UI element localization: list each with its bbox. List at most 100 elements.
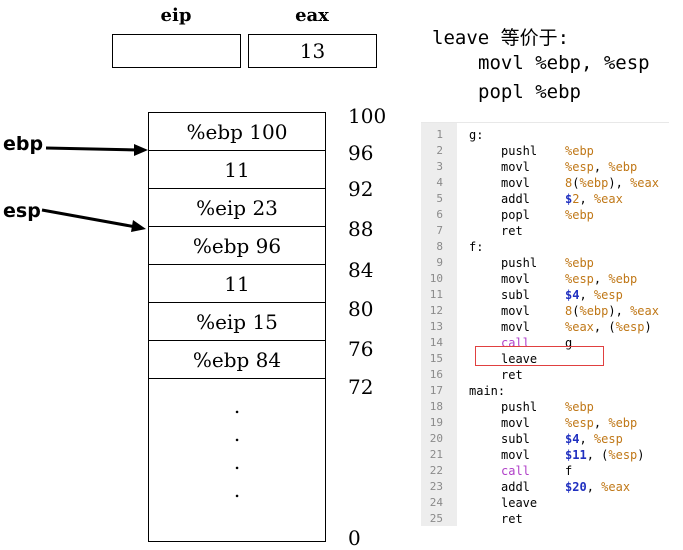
leave-note-title: leave 等价于: <box>432 27 570 49</box>
operand-token: ( <box>572 176 580 190</box>
eip-label: eip <box>160 5 192 26</box>
code-operands: g <box>565 335 572 351</box>
code-instruction: popl <box>501 208 530 222</box>
code-label: f: <box>469 240 484 254</box>
line-number: 12 <box>429 304 443 317</box>
line-number: 1 <box>436 128 443 141</box>
code-label: g: <box>469 128 484 142</box>
esp-arrow <box>41 208 146 232</box>
address-label: 100 <box>348 104 387 128</box>
stack-cell: %ebp 84 <box>148 341 326 379</box>
operand-token: %eax <box>630 304 659 318</box>
code-instruction: movl <box>501 448 530 462</box>
line-number: 10 <box>429 272 443 285</box>
code-instruction: movl <box>501 160 530 174</box>
address-label: 92 <box>348 177 374 201</box>
code-line: 15 leave <box>421 351 669 367</box>
line-number: 7 <box>436 224 443 237</box>
operand-token: %ebp <box>565 256 594 270</box>
code-instruction: pushl <box>501 400 538 414</box>
address-label: 72 <box>348 375 374 399</box>
line-number: 19 <box>429 416 443 429</box>
operand-token: %ebp <box>565 208 594 222</box>
code-line: 25 ret <box>421 511 669 527</box>
address-label: 88 <box>348 217 374 241</box>
line-number: 2 <box>436 144 443 157</box>
esp-pointer-label: esp <box>3 200 41 222</box>
stack-cell: %eip 15 <box>148 303 326 341</box>
line-number: 17 <box>429 384 443 397</box>
code-operands: f <box>565 463 572 479</box>
line-number: 14 <box>429 336 443 349</box>
operand-token: %ebp <box>579 176 609 190</box>
line-number: 20 <box>429 432 443 445</box>
stack-cell: %ebp 100 <box>148 112 326 151</box>
line-number: 3 <box>436 160 443 173</box>
ellipsis-dot: . <box>233 394 241 418</box>
code-line: 6 popl %ebp <box>421 207 669 223</box>
operand-token: %ebp <box>565 400 594 414</box>
operand-token: ), <box>608 304 631 318</box>
code-instruction: ret <box>501 224 523 238</box>
ebp-arrow <box>45 144 148 156</box>
operand-token: %ebp <box>579 304 609 318</box>
code-operands: %esp, %ebp <box>565 159 637 175</box>
line-number: 25 <box>429 512 443 525</box>
line-number: 13 <box>429 320 443 333</box>
code-instruction: movl <box>501 176 530 190</box>
stack-cell: %ebp 96 <box>148 227 326 265</box>
operand-token: 2 <box>572 192 580 206</box>
code-instruction: pushl <box>501 256 538 270</box>
leave-note-line: movl %ebp, %esp <box>478 52 650 74</box>
line-number: 6 <box>436 208 443 221</box>
operand-token: %ebp <box>608 160 638 174</box>
code-instruction: ret <box>501 512 523 526</box>
operand-token: , <box>579 432 594 446</box>
ellipsis-dot: . <box>233 422 241 446</box>
code-line: 7 ret <box>421 223 669 239</box>
code-operands: $2, %eax <box>565 191 623 207</box>
line-number: 21 <box>429 448 443 461</box>
line-number: 24 <box>429 496 443 509</box>
operand-token: %esp <box>565 160 594 174</box>
operand-token: %eax <box>593 192 623 206</box>
code-operands: %ebp <box>565 399 594 415</box>
operand-token: f <box>565 464 573 478</box>
operand-token: , ( <box>593 320 616 334</box>
code-operands: %esp, %ebp <box>565 271 637 287</box>
line-number: 15 <box>429 352 443 365</box>
code-line: 3 movl %esp, %ebp <box>421 159 669 175</box>
operand-token: %ebp <box>608 272 638 286</box>
highlight-box-leave <box>475 346 604 366</box>
operand-token: %eax <box>601 480 631 494</box>
line-number: 18 <box>429 400 443 413</box>
operand-token: ) <box>637 448 645 462</box>
line-number: 9 <box>436 256 443 269</box>
code-instruction: movl <box>501 320 530 334</box>
operand-token: %esp <box>608 448 638 462</box>
operand-token: g <box>565 336 573 350</box>
line-number: 23 <box>429 480 443 493</box>
code-operands: %ebp <box>565 143 594 159</box>
code-operands: %ebp <box>565 255 594 271</box>
leave-note-line: popl %ebp <box>478 81 581 103</box>
operand-token: , <box>579 192 594 206</box>
operand-token: ( <box>572 304 580 318</box>
code-instruction: leave <box>501 352 538 366</box>
code-instruction: movl <box>501 304 530 318</box>
operand-token: , <box>593 160 609 174</box>
code-line: 1 g: <box>421 127 669 143</box>
line-number-gutter <box>421 123 457 526</box>
